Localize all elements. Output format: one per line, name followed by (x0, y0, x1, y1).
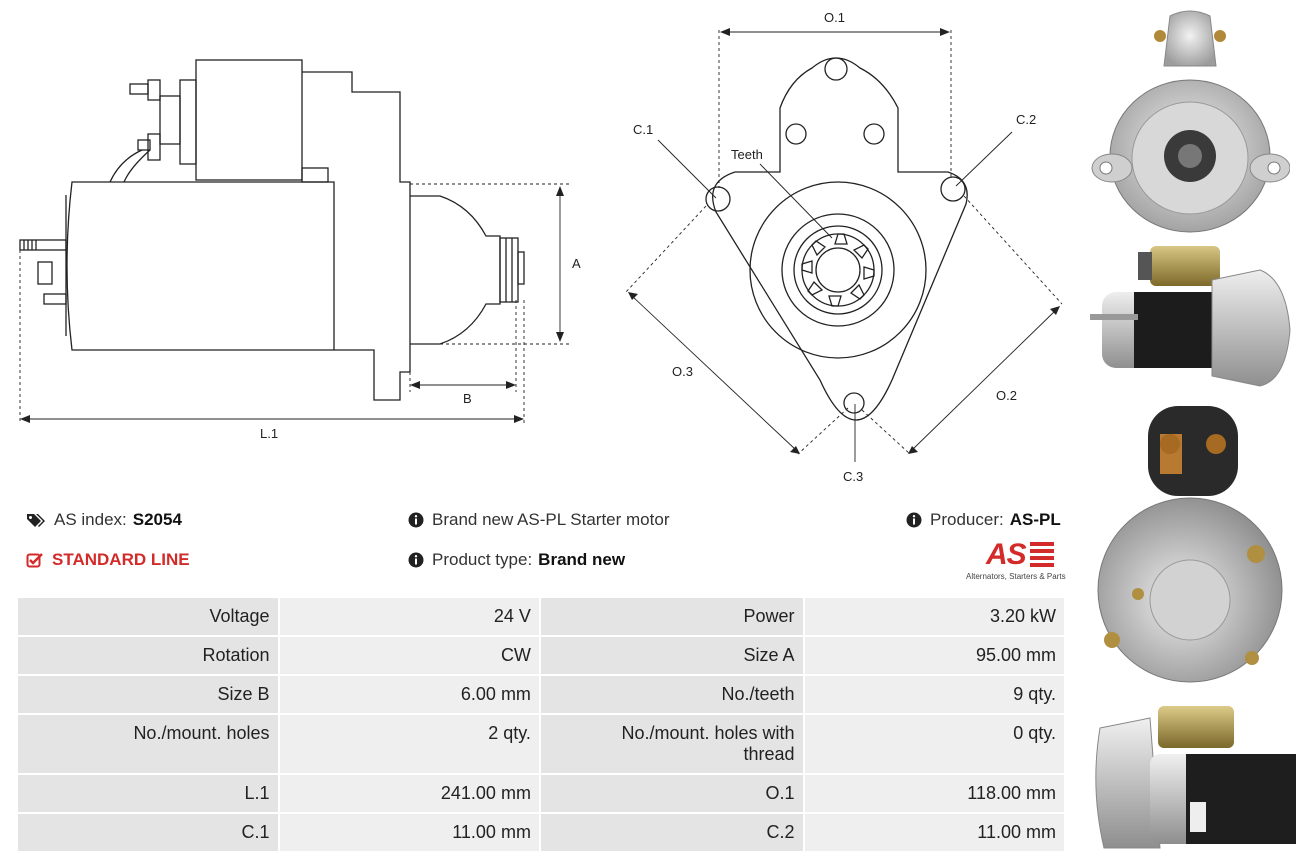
spec-value: 2 qty. (279, 715, 539, 773)
side-view-drawing: A B L.1 (19, 59, 581, 441)
spec-value: 118.00 mm (804, 775, 1064, 812)
spec-label: No./mount. holes with thread (540, 715, 803, 773)
spec-value: 241.00 mm (279, 775, 539, 812)
spec-label: L.1 (18, 775, 278, 812)
producer: Producer: AS-PL (906, 510, 1061, 530)
as-index-value: S2054 (132, 510, 182, 529)
product-photo-rear (1097, 406, 1283, 683)
info-circle-icon (408, 552, 424, 568)
spec-value: 6.00 mm (279, 676, 539, 713)
spec-label: No./teeth (540, 676, 803, 713)
spec-value: 3.20 kW (804, 598, 1064, 635)
product-photo-front (1091, 10, 1290, 233)
spec-label: Rotation (18, 637, 278, 674)
dim-label-c3: C.3 (843, 469, 863, 484)
logo-letters: AS (986, 538, 1027, 571)
dim-label-o1: O.1 (824, 10, 845, 25)
info-circle-icon (906, 512, 922, 528)
spec-label: Power (540, 598, 803, 635)
info-circle-icon (408, 512, 424, 528)
as-index: AS index: S2054 (26, 510, 182, 530)
producer-label: Producer: (930, 510, 1004, 529)
spec-label: Size B (18, 676, 278, 713)
dim-label-b: B (463, 391, 472, 406)
spec-label: Voltage (18, 598, 278, 635)
spec-value: 11.00 mm (804, 814, 1064, 851)
spec-label: O.1 (540, 775, 803, 812)
product-type: Product type: Brand new (408, 550, 625, 570)
dim-label-o3: O.3 (672, 364, 693, 379)
spec-value: 0 qty. (804, 715, 1064, 773)
description-text: Brand new AS-PL Starter motor (432, 510, 670, 529)
product-description: Brand new AS-PL Starter motor (408, 510, 669, 530)
dim-label-o2: O.2 (996, 388, 1017, 403)
product-type-value: Brand new (538, 550, 626, 569)
product-photo-side (1090, 246, 1291, 387)
standard-line: STANDARD LINE (26, 550, 190, 570)
spec-value: CW (279, 637, 539, 674)
standard-line-label: STANDARD LINE (52, 550, 190, 569)
product-type-label: Product type: (432, 550, 533, 569)
dim-label-l1: L.1 (260, 426, 278, 441)
product-photo-angle (1095, 706, 1296, 849)
as-index-label: AS index: (54, 510, 127, 529)
spec-value: 95.00 mm (804, 637, 1064, 674)
spec-value: 9 qty. (804, 676, 1064, 713)
dim-label-c2: C.2 (1016, 112, 1036, 127)
checkbox-checked-icon (26, 553, 43, 568)
tags-icon (27, 514, 45, 527)
spec-label: C.2 (540, 814, 803, 851)
spec-label: No./mount. holes (18, 715, 278, 773)
dim-label-teeth: Teeth (731, 147, 763, 162)
as-pl-logo: AS Alternators, Starters & Parts (964, 538, 1068, 584)
spec-value: 24 V (279, 598, 539, 635)
spec-label: Size A (540, 637, 803, 674)
dim-label-c1: C.1 (633, 122, 653, 137)
dim-label-a: A (572, 256, 581, 271)
spec-label: C.1 (18, 814, 278, 851)
logo-tagline: Alternators, Starters & Parts (966, 572, 1066, 581)
producer-value: AS-PL (1009, 510, 1061, 529)
flange-view-drawing: O.1 C.1 C.2 Teeth O.3 O.2 C.3 (625, 10, 1063, 484)
logo-stripes (1030, 542, 1054, 568)
spec-value: 11.00 mm (279, 814, 539, 851)
